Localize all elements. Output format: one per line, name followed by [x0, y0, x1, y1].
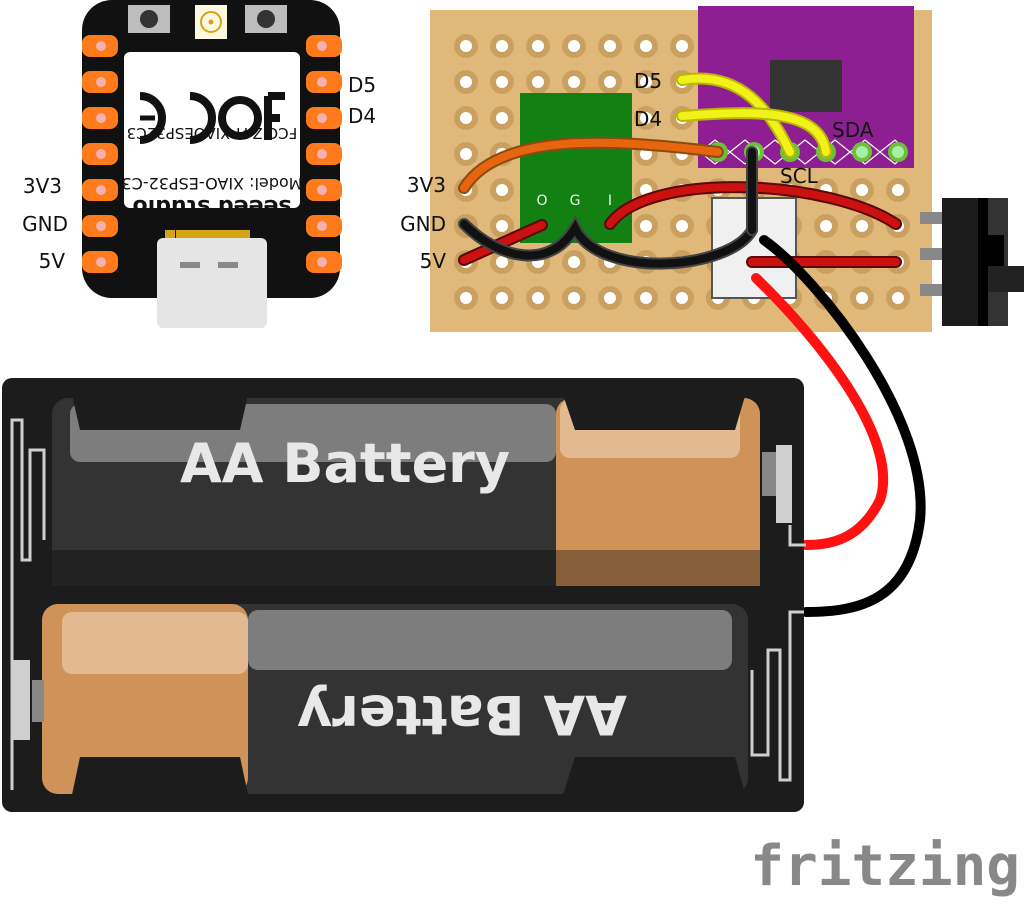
sda-label: SDA [832, 118, 874, 142]
regulator-pin-i: I [608, 193, 612, 209]
battery-label-bottom: AA Battery [297, 683, 627, 746]
pin-label-d4: D4 [348, 104, 376, 128]
spring-contact-left [10, 418, 46, 790]
board-label-gnd: GND [400, 212, 446, 236]
wire-label-d4: D4 [634, 107, 662, 131]
model-text: Model: XIAO-ESP32-C3 [121, 174, 302, 193]
usb-c-connector [157, 238, 267, 328]
regulator-pin-o: O [536, 193, 547, 209]
battery-label-top: AA Battery [180, 432, 510, 495]
brand-text: seeed studio [133, 194, 292, 219]
battery-cell-top: AA Battery [52, 386, 792, 586]
ce-fcc-marks-icon [139, 92, 285, 144]
wire-label-d5: D5 [634, 69, 662, 93]
spring-contact-right [750, 610, 804, 782]
pin-label-3v3: 3V3 [23, 174, 62, 198]
fritzing-logo: fritzing [750, 834, 1020, 899]
battery-cell-bottom: AA Battery [12, 604, 748, 804]
pin-label-gnd: GND [22, 212, 68, 236]
board-label-5v: 5V [420, 249, 447, 273]
pin-label-d5: D5 [348, 73, 376, 97]
regulator-pin-g: G [570, 193, 581, 209]
pin-label-5v: 5V [39, 249, 66, 273]
xiao-esp32c3-board: FCC:Z4T-XIAOESP32C3 Model: XIAO-ESP32-C3… [22, 0, 376, 328]
battery-holder: AA Battery AA Battery [2, 378, 806, 812]
wires [458, 72, 926, 617]
scl-label: SCL [780, 164, 819, 188]
board-label-3v3: 3V3 [407, 173, 446, 197]
slide-switch[interactable] [920, 198, 1024, 326]
